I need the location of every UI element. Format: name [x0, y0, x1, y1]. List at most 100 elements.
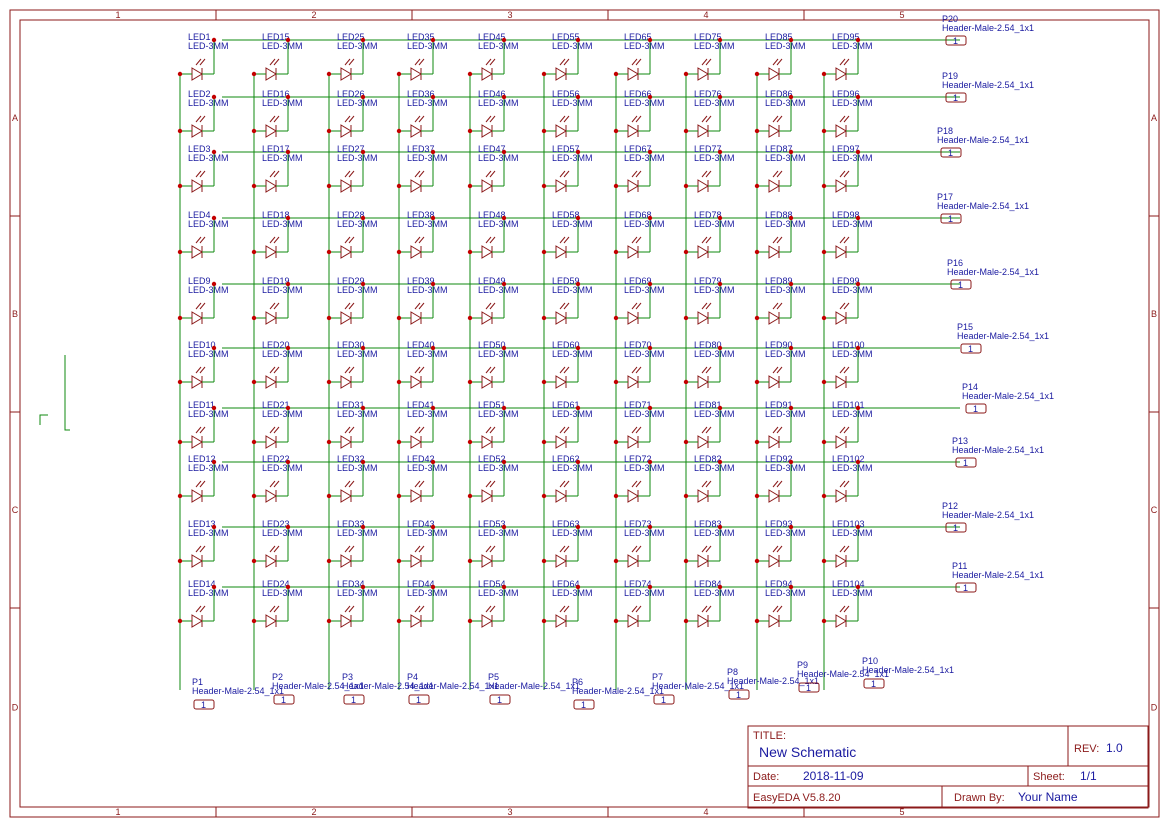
diode-symbol — [697, 375, 709, 389]
light-arrows — [344, 366, 355, 374]
header-pin-box — [653, 694, 675, 705]
light-arrows — [269, 426, 280, 434]
light-arrows — [772, 58, 783, 66]
header-designator: P5 — [488, 672, 499, 682]
led-designator: LED29 — [337, 276, 365, 286]
led-designator: LED27 — [337, 144, 365, 154]
junction-dot — [285, 149, 291, 155]
junction-dot — [177, 439, 183, 445]
led-designator: LED4 — [188, 210, 211, 220]
led-designator: LED34 — [337, 579, 365, 589]
diode-symbol — [340, 375, 352, 389]
led-designator: LED77 — [694, 144, 722, 154]
led-part-value: LED-3MM — [262, 153, 303, 163]
light-arrows — [631, 366, 642, 374]
junction-dot — [647, 149, 653, 155]
junction-dot — [501, 584, 507, 590]
header-part-value: Header-Male-2.54_1x1 — [962, 391, 1054, 401]
junction-dot — [855, 584, 861, 590]
light-arrows — [559, 545, 570, 553]
junction-dot — [360, 37, 366, 43]
diode-symbol — [835, 375, 847, 389]
light-arrows — [414, 170, 425, 178]
diode-symbol — [481, 614, 493, 628]
led-part-value: LED-3MM — [188, 409, 229, 419]
junction-dot — [467, 128, 473, 134]
junction-dot — [177, 249, 183, 255]
diode-symbol — [835, 311, 847, 325]
led-part-value: LED-3MM — [624, 349, 665, 359]
header-designator: P6 — [572, 677, 583, 687]
junction-dot — [467, 71, 473, 77]
led-designator: LED78 — [694, 210, 722, 220]
led-part-value: LED-3MM — [765, 285, 806, 295]
diode-symbol — [265, 179, 277, 193]
light-arrows — [701, 426, 712, 434]
diode-symbol — [835, 489, 847, 503]
header-pin-box — [940, 213, 962, 224]
diode-symbol — [768, 311, 780, 325]
header-designator: P8 — [727, 667, 738, 677]
led-part-value: LED-3MM — [765, 153, 806, 163]
diode-symbol — [410, 375, 422, 389]
led-part-value: LED-3MM — [765, 349, 806, 359]
led-designator: LED50 — [478, 340, 506, 350]
led-part-value: LED-3MM — [832, 588, 873, 598]
diode-symbol — [768, 435, 780, 449]
light-arrows — [631, 605, 642, 613]
led-part-value: LED-3MM — [624, 528, 665, 538]
junction-dot — [360, 524, 366, 530]
junction-dot — [754, 493, 760, 499]
light-arrows — [344, 58, 355, 66]
diode-symbol — [768, 554, 780, 568]
header-pin-number: 1 — [948, 148, 953, 158]
diode-symbol — [191, 554, 203, 568]
diode-symbol — [835, 245, 847, 259]
led-part-value: LED-3MM — [262, 285, 303, 295]
junction-dot — [613, 439, 619, 445]
junction-dot — [251, 71, 257, 77]
junction-dot — [211, 345, 217, 351]
junction-dot — [467, 558, 473, 564]
header-designator: P19 — [942, 71, 958, 81]
led-part-value: LED-3MM — [337, 285, 378, 295]
light-arrows — [559, 236, 570, 244]
led-designator: LED82 — [694, 454, 722, 464]
junction-dot — [467, 183, 473, 189]
led-designator: LED74 — [624, 579, 652, 589]
led-part-value: LED-3MM — [262, 349, 303, 359]
diode-symbol — [768, 375, 780, 389]
header-pin-box — [489, 694, 511, 705]
diode-symbol — [697, 245, 709, 259]
light-arrows — [195, 236, 206, 244]
led-designator: LED35 — [407, 32, 435, 42]
header-designator: P14 — [962, 382, 978, 392]
light-arrows — [631, 426, 642, 434]
junction-dot — [360, 405, 366, 411]
junction-dot — [251, 183, 257, 189]
junction-dot — [541, 128, 547, 134]
header-connectors: P20Header-Male-2.54_1x11P19Header-Male-2… — [192, 14, 1054, 710]
junction-dot — [683, 493, 689, 499]
inner-frame — [19, 19, 1150, 808]
light-arrows — [772, 170, 783, 178]
light-arrows — [195, 302, 206, 310]
led-part-value: LED-3MM — [694, 528, 735, 538]
header-designator: P15 — [957, 322, 973, 332]
led-designator: LED87 — [765, 144, 793, 154]
rev-value: 1.0 — [1106, 741, 1123, 755]
